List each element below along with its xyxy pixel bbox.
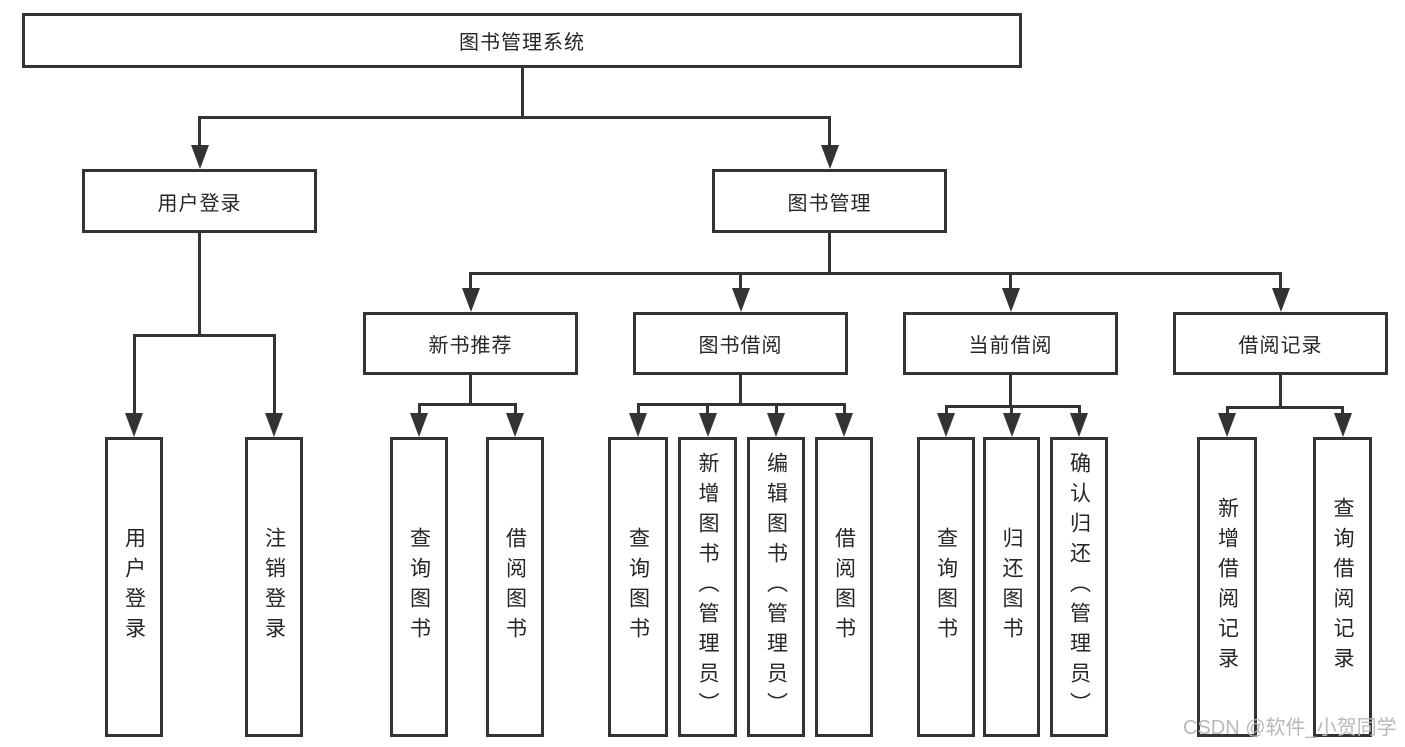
connector-stem: [520, 68, 524, 117]
arrowhead-icon: [835, 413, 853, 437]
connector-drop: [1077, 406, 1081, 415]
node-leaf-query-books-2: 查询图书: [608, 437, 668, 737]
connector-bar: [469, 271, 1282, 275]
arrowhead-icon: [506, 413, 524, 437]
arrowhead-icon: [731, 288, 750, 312]
node-leaf-query-borrow-record: 查询借阅记录: [1313, 437, 1372, 737]
arrowhead-icon: [1271, 288, 1290, 312]
arrowhead-icon: [1218, 413, 1236, 437]
connector-stem: [828, 233, 831, 273]
arrowhead-icon: [1002, 413, 1021, 437]
connector-drop: [1225, 407, 1229, 415]
node-leaf-add-borrow-record: 新增借阅记录: [1197, 437, 1257, 737]
arrowhead-icon: [1333, 413, 1352, 437]
connector-drop: [636, 404, 640, 415]
connector-drop: [272, 335, 276, 415]
connector-stem: [1279, 375, 1282, 407]
connector-drop: [739, 273, 742, 290]
node-leaf-logout: 注销登录: [245, 437, 303, 737]
connector-stem: [469, 375, 472, 404]
connector-bar: [198, 115, 831, 119]
node-leaf-borrow-books-1: 借阅图书: [486, 437, 544, 737]
node-leaf-edit-book-admin: 编辑图书（管理员）: [747, 437, 805, 737]
connector-drop: [1341, 407, 1344, 415]
arrowhead-icon: [265, 413, 283, 437]
connector-drop: [469, 273, 472, 290]
arrowhead-icon: [461, 288, 480, 312]
connector-drop: [706, 404, 709, 415]
arrowhead-icon: [410, 413, 428, 437]
connector-drop: [1009, 273, 1012, 290]
connector-drop: [1010, 406, 1013, 415]
node-root: 图书管理系统: [22, 13, 1022, 68]
connector-drop: [842, 404, 846, 415]
connector-bar: [636, 402, 846, 406]
connector-drop: [828, 117, 831, 147]
arrowhead-icon: [698, 413, 717, 437]
connector-drop: [1279, 273, 1282, 290]
connector-stem: [1009, 375, 1012, 406]
connector-drop: [198, 117, 201, 147]
arrowhead-icon: [1001, 288, 1020, 312]
connector-stem: [739, 375, 742, 404]
node-leaf-query-books-1: 查询图书: [390, 437, 448, 737]
arrowhead-icon: [937, 413, 955, 437]
node-leaf-add-book-admin: 新增图书（管理员）: [678, 437, 737, 737]
node-leaf-confirm-return: 确认归还（管理员）: [1050, 437, 1108, 737]
connector-drop: [132, 335, 136, 415]
connector-drop: [944, 406, 948, 415]
node-current-borrowing: 当前借阅: [903, 312, 1118, 375]
node-leaf-user-login: 用户登录: [105, 437, 163, 737]
connector-drop: [513, 404, 517, 415]
node-leaf-return-book: 归还图书: [983, 437, 1040, 737]
connector-stem: [198, 233, 201, 335]
node-user-login: 用户登录: [82, 169, 317, 233]
arrowhead-icon: [125, 413, 143, 437]
node-new-book-recommend: 新书推荐: [363, 312, 578, 375]
watermark: CSDN @软件_小贺同学: [1183, 717, 1397, 739]
connector-bar: [132, 333, 276, 337]
connector-drop: [417, 404, 421, 415]
node-leaf-query-books-3: 查询图书: [917, 437, 975, 737]
arrowhead-icon: [190, 145, 209, 169]
arrowhead-icon: [629, 413, 647, 437]
node-leaf-borrow-books-2: 借阅图书: [815, 437, 873, 737]
arrowhead-icon: [1070, 413, 1088, 437]
node-book-borrowing: 图书借阅: [633, 312, 848, 375]
connector-bar: [417, 402, 517, 406]
arrowhead-icon: [820, 145, 839, 169]
node-borrowing-records: 借阅记录: [1173, 312, 1388, 375]
connector-drop: [774, 404, 778, 415]
connector-bar: [1225, 405, 1344, 409]
node-book-management: 图书管理: [712, 169, 947, 233]
arrowhead-icon: [767, 413, 785, 437]
